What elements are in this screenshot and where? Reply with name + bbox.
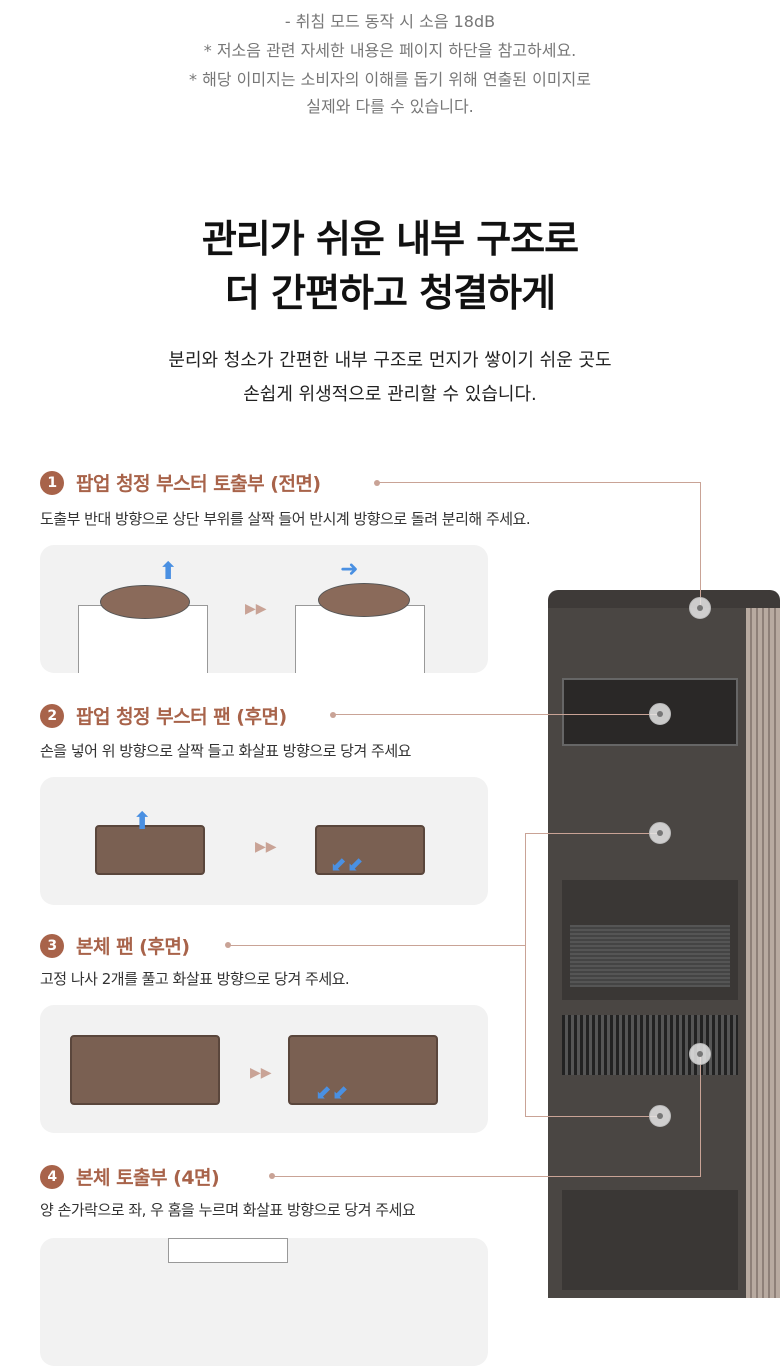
connector-line bbox=[272, 1176, 701, 1177]
next-arrow: ▶▶ bbox=[255, 839, 277, 855]
connector-line bbox=[333, 714, 660, 715]
headline: 더 간편하고 청결하게 bbox=[224, 271, 556, 315]
subtitle: 손쉽게 위생적으로 관리할 수 있습니다. bbox=[243, 384, 537, 405]
connector-dot bbox=[330, 712, 336, 718]
next-arrow: ▶▶ bbox=[250, 1065, 272, 1081]
connector-line bbox=[228, 945, 525, 946]
step-4-title: 4 본체 토출부 (4면) bbox=[40, 1163, 220, 1190]
step-3-desc: 고정 나사 2개를 풀고 화살표 방향으로 당겨 주세요. bbox=[40, 970, 350, 988]
subtitle: 분리와 청소가 간편한 내부 구조로 먼지가 쌓이기 쉬운 곳도 bbox=[168, 350, 612, 371]
note-line: 실제와 다를 수 있습니다. bbox=[306, 97, 474, 116]
hotspot-dot[interactable] bbox=[689, 597, 711, 619]
step-1-desc: 도출부 반대 방향으로 상단 부위를 살짝 들어 반시계 방향으로 돌려 분리해… bbox=[40, 510, 531, 528]
step-1-illustration: ⬆ ▶▶ ➜ bbox=[40, 545, 488, 673]
note-line: * 저소음 관련 자세한 내용은 페이지 하단을 참고하세요. bbox=[203, 41, 577, 60]
step-4-illustration bbox=[40, 1238, 488, 1366]
step-2-illustration: ⬆ ▶▶ ⬋⬋ bbox=[40, 777, 488, 905]
hotspot-dot[interactable] bbox=[649, 1105, 671, 1127]
connector-line bbox=[525, 833, 660, 834]
step-1-title: 1 팝업 청정 부스터 토출부 (전면) bbox=[40, 469, 321, 496]
connector-line bbox=[377, 482, 701, 483]
step-title-text: 팝업 청정 부스터 팬 (후면) bbox=[76, 706, 287, 728]
step-title-text: 본체 토출부 (4면) bbox=[76, 1167, 220, 1189]
product-image bbox=[548, 590, 780, 1298]
note-line: * 해당 이미지는 소비자의 이해를 돕기 위해 연출된 이미지로 bbox=[189, 70, 591, 89]
connector-line bbox=[700, 1054, 701, 1176]
hotspot-dot[interactable] bbox=[689, 1043, 711, 1065]
hotspot-dot[interactable] bbox=[649, 822, 671, 844]
step-number: 1 bbox=[40, 470, 64, 495]
step-4-desc: 양 손가락으로 좌, 우 홈을 누르며 화살표 방향으로 당겨 주세요 bbox=[40, 1201, 416, 1219]
step-2-desc: 손을 넣어 위 방향으로 살짝 들고 화살표 방향으로 당겨 주세요 bbox=[40, 742, 411, 760]
step-title-text: 본체 팬 (후면) bbox=[76, 936, 190, 958]
step-title-text: 팝업 청정 부스터 토출부 (전면) bbox=[76, 473, 321, 495]
step-number: 3 bbox=[40, 933, 64, 958]
connector-line bbox=[525, 833, 526, 1116]
step-3-illustration: ▶▶ ⬋⬋ bbox=[40, 1005, 488, 1133]
step-3-title: 3 본체 팬 (후면) bbox=[40, 932, 190, 959]
step-number: 4 bbox=[40, 1164, 64, 1189]
step-2-title: 2 팝업 청정 부스터 팬 (후면) bbox=[40, 702, 287, 729]
connector-line bbox=[700, 482, 701, 608]
connector-dot bbox=[374, 480, 380, 486]
headline: 관리가 쉬운 내부 구조로 bbox=[201, 217, 579, 261]
connector-line bbox=[525, 1116, 660, 1117]
hotspot-dot[interactable] bbox=[649, 703, 671, 725]
note-line: - 취침 모드 동작 시 소음 18dB bbox=[284, 12, 496, 31]
step-number: 2 bbox=[40, 703, 64, 728]
next-arrow: ▶▶ bbox=[245, 601, 267, 617]
